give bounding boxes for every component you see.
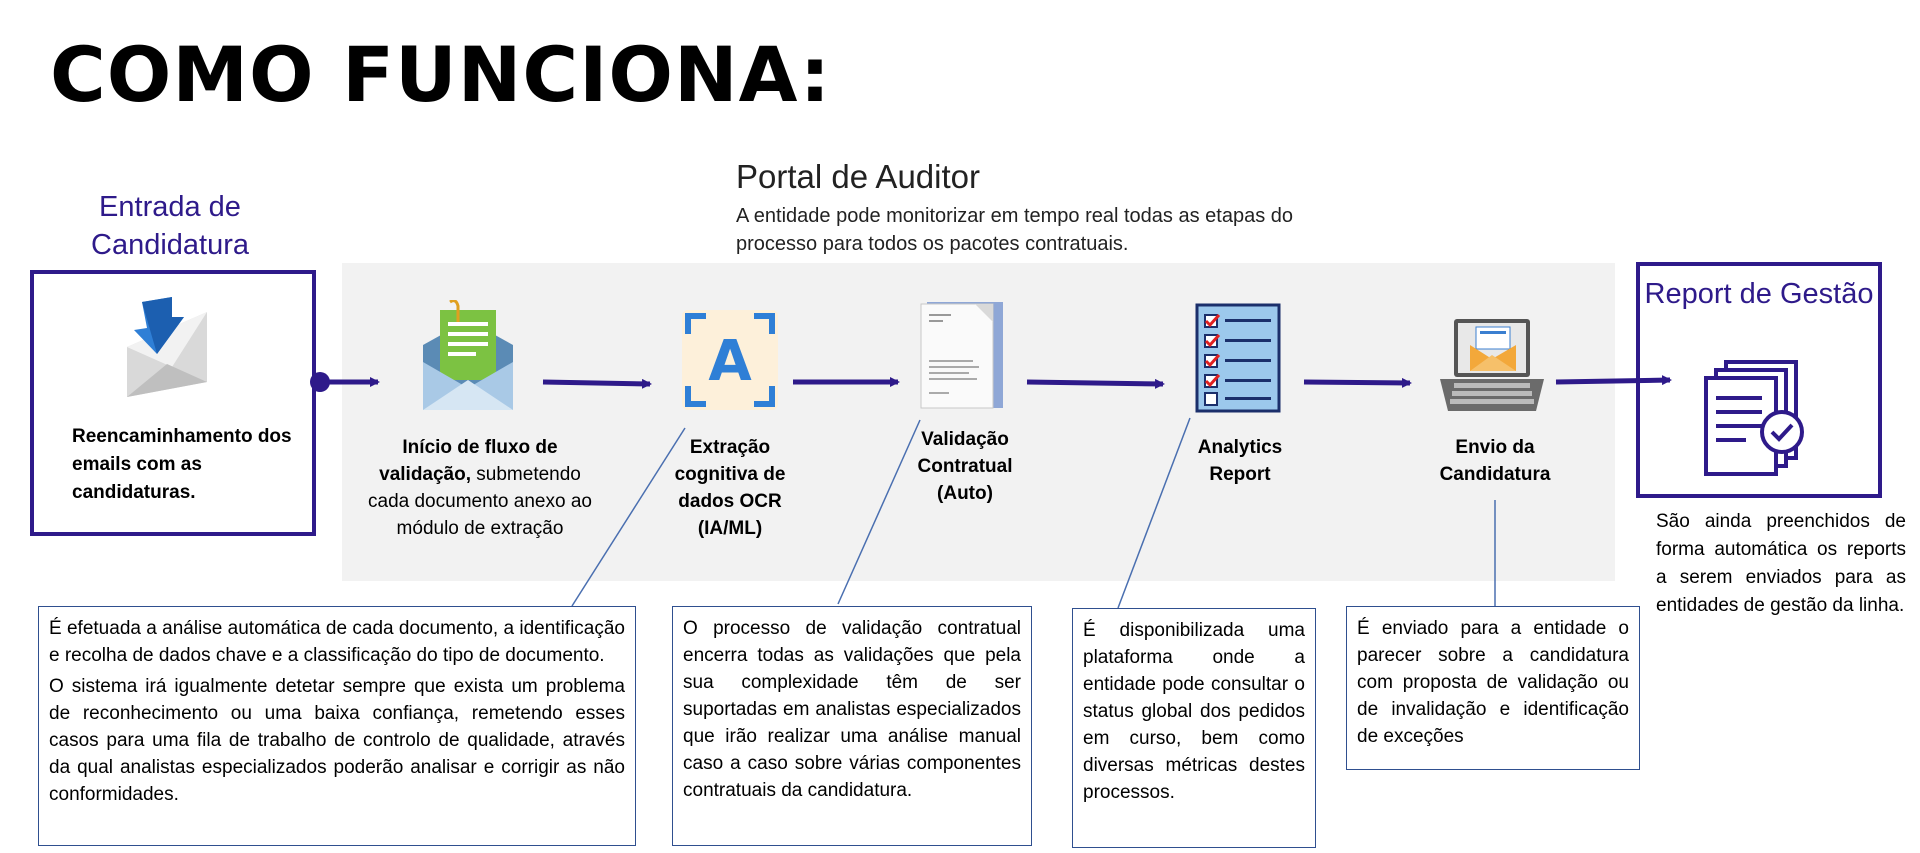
report-heading: Report de Gestão	[1644, 278, 1874, 310]
callout-analytics: É disponibilizada uma plataforma onde a …	[1072, 608, 1316, 848]
step-inicio-label: Início de fluxo de validação, submetendo…	[360, 434, 600, 542]
laptop-mail-icon	[1440, 315, 1545, 420]
flow-start-dot	[310, 372, 330, 392]
step-extracao-bold: Extração cognitiva de dados OCR (IA/ML)	[674, 437, 786, 539]
callout-validacao: O processo de validação contratual encer…	[672, 606, 1032, 846]
portal-description: A entidade pode monitorizar em tempo rea…	[736, 205, 1294, 255]
report-text: São ainda preenchidos de forma automátic…	[1656, 511, 1906, 616]
envelope-document-icon	[418, 299, 518, 420]
step-envio-bold: Envio da Candidatura	[1439, 437, 1551, 485]
ocr-letter-a-icon: A	[680, 308, 780, 417]
step-inicio-rest: submetendo cada documento anexo ao módul…	[368, 464, 592, 539]
portal-title: Portal de Auditor	[736, 158, 980, 195]
step-inicio-bold: Início de fluxo de validação,	[379, 437, 558, 485]
callout-envio-text: É enviado para a entidade o parecer sobr…	[1357, 618, 1629, 747]
leader-validacao	[837, 419, 921, 605]
callout-extracao-p2: O sistema irá igualmente detetar sempre …	[49, 676, 625, 805]
step-validacao-bold: Validação Contratual (Auto)	[917, 429, 1013, 504]
arrow-envio-to-report	[1555, 375, 1672, 386]
flow-arrows	[320, 375, 1672, 389]
svg-text:A: A	[708, 329, 752, 394]
callout-analytics-text: É disponibilizada uma plataforma onde a …	[1083, 620, 1305, 803]
step-envio-label: Envio da Candidatura	[1420, 434, 1570, 488]
step-analytics-label: Analytics Report	[1175, 434, 1305, 488]
leader-extracao	[571, 427, 686, 607]
page-title: COMO FUNCIONA:	[50, 30, 832, 119]
step-validacao-label: Validação Contratual (Auto)	[905, 426, 1025, 507]
step-extracao-label: Extração cognitiva de dados OCR (IA/ML)	[660, 434, 800, 542]
entrada-text: Reencaminhamento dos emails com as candi…	[72, 426, 292, 503]
contract-document-icon	[915, 300, 1005, 415]
arrow-validacao-to-analytics	[1026, 378, 1165, 389]
arrow-inicio-to-extracao	[542, 378, 652, 389]
checklist-icon	[1195, 303, 1281, 418]
callout-validacao-text: O processo de validação contratual encer…	[683, 618, 1021, 801]
callout-envio: É enviado para a entidade o parecer sobr…	[1346, 606, 1640, 770]
entrada-box	[30, 270, 316, 536]
callout-leaders	[571, 417, 1496, 609]
entrada-heading: Entrada de Candidatura	[91, 191, 249, 261]
step-analytics-bold: Analytics Report	[1197, 437, 1283, 485]
callout-extracao-p1: É efetuada a análise automática de cada …	[49, 618, 625, 666]
email-forward-icon	[122, 292, 212, 407]
arrow-analytics-to-envio	[1303, 377, 1412, 388]
report-documents-check-icon	[1702, 358, 1812, 483]
callout-extracao: É efetuada a análise automática de cada …	[38, 606, 636, 846]
leader-analytics	[1117, 417, 1191, 609]
